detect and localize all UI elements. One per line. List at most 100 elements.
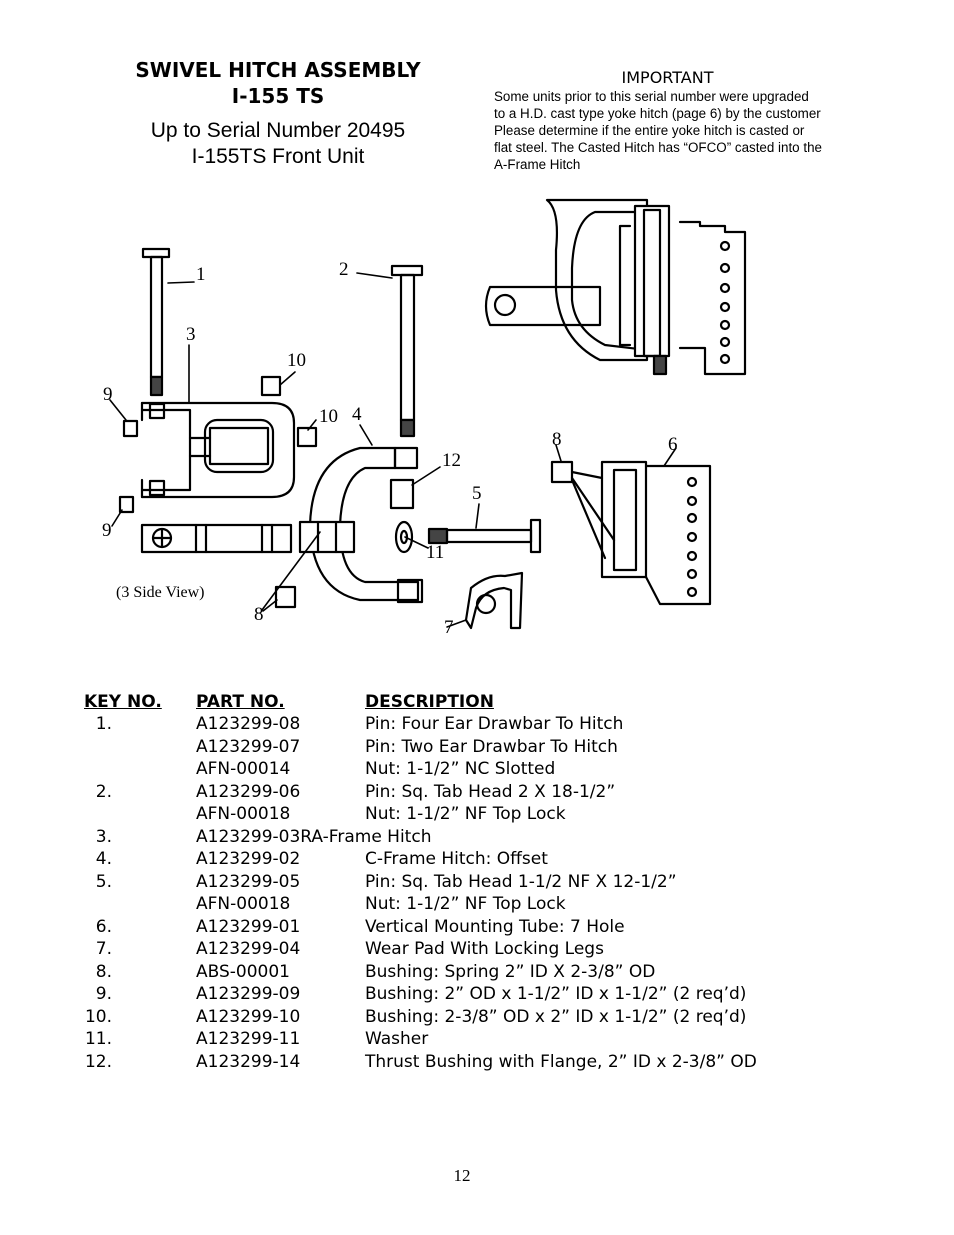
part-number-cell: A123299-08 <box>196 714 301 734</box>
part-number-cell: ABS-00001 <box>196 961 290 982</box>
side-view-drawing <box>140 523 293 554</box>
pin-5-drawing <box>427 518 542 554</box>
table-row: 4. A123299-02 C-Frame Hitch: Offset <box>84 848 844 871</box>
page-title: SWIVEL HITCH ASSEMBLY <box>135 58 421 82</box>
part-number-cell: A123299-14 <box>196 1051 301 1072</box>
pin-1-drawing <box>141 247 171 397</box>
bushing-10-upper <box>260 375 282 397</box>
key-cell: 10. <box>84 1006 112 1027</box>
description-cell: Pin: Sq. Tab Head 2 X 18-1/2” <box>365 781 616 802</box>
description-cell: Bushing: Spring 2” ID X 2-3/8” OD <box>365 961 656 982</box>
part-number-cell: A123299-06 <box>196 781 301 802</box>
key-cell: 2. <box>95 781 112 802</box>
table-row: 6. A123299-01 Vertical Mounting Tube: 7 Ho… <box>84 916 844 939</box>
description-cell: Pin: Sq. Tab Head 1-1/2 NF X 12-1/2” <box>365 871 677 892</box>
diagram-label: 7 <box>444 617 454 638</box>
diagram-label: 2 <box>339 259 349 280</box>
table-row: 3. A123299-03RA-Frame Hitch <box>84 826 844 849</box>
part-number-cell: AFN-00014 <box>196 759 291 779</box>
key-cell: 1. <box>95 714 112 734</box>
bushing-9-upper <box>122 419 139 438</box>
key-cell: 3. <box>95 826 112 847</box>
key-cell: 11. <box>84 1029 112 1049</box>
description-cell: Nut: 1-1/2” NC Slotted <box>365 759 556 779</box>
description-cell: Bushing: 2-3/8” OD x 2” ID x 1-1/2” (2 r… <box>365 1006 747 1027</box>
table-row: AFN-00018 Nut: 1-1/2” NF Top Lock <box>84 803 844 826</box>
column-header-key: KEY NO. <box>84 692 162 712</box>
diagram-label: 3 <box>186 324 196 345</box>
exploded-diagram: 1 2 3 4 5 6 7 8 8 9 9 10 10 11 12 (3 Sid… <box>102 198 747 638</box>
diagram-label: 1 <box>196 264 206 285</box>
description-cell: Pin: Two Ear Drawbar To Hitch <box>365 736 618 757</box>
important-note: Some units prior to this serial number w… <box>494 88 864 173</box>
model-title: I-155 TS <box>231 84 325 108</box>
diagram-label: 5 <box>472 483 482 504</box>
table-row: AFN-00014 Nut: 1-1/2” NC Slotted <box>84 758 844 781</box>
a-frame-hitch-drawing <box>140 401 296 499</box>
part-number-cell: A123299-01 <box>196 916 301 937</box>
part-number-cell: A123299-11 <box>196 1029 301 1049</box>
description-cell: Nut: 1-1/2” NF Top Lock <box>365 894 566 914</box>
column-header-description: DESCRIPTION <box>365 692 494 712</box>
wear-pad-7-drawing <box>464 571 524 630</box>
table-row: 12. A123299-14 Thrust Bushing with Flange,… <box>84 1051 844 1074</box>
bushing-10-lower <box>296 426 318 448</box>
table-row: A123299-07 Pin: Two Ear Drawbar To Hitch <box>84 736 844 759</box>
c-frame-hitch-drawing <box>298 446 424 604</box>
description-cell: Nut: 1-1/2” NF Top Lock <box>365 804 566 824</box>
table-row: 1. A123299-08 Pin: Four Ear Drawbar To Hit… <box>84 713 844 736</box>
description-cell: Pin: Four Ear Drawbar To Hitch <box>365 714 624 734</box>
diagram-label: 8 <box>552 429 562 450</box>
part-number-cell: A123299-09 <box>196 984 301 1004</box>
table-row: 2. A123299-06 Pin: Sq. Tab Head 2 X 18-1/2… <box>84 781 844 804</box>
description-cell: Washer <box>365 1029 429 1049</box>
key-cell: 6. <box>95 916 112 937</box>
important-heading: IMPORTANT <box>621 68 714 87</box>
diagram-label: 9 <box>103 384 113 405</box>
part-number-cell: A123299-05 <box>196 871 301 892</box>
table-row: 10. A123299-10 Bushing: 2-3/8” OD x 2” ID … <box>84 1006 844 1029</box>
diagram-label: 10 <box>319 406 338 427</box>
key-cell: 7. <box>95 939 112 959</box>
table-row: 5. A123299-05 Pin: Sq. Tab Head 1-1/2 NF X… <box>84 871 844 894</box>
important-line: Please determine if the entire yoke hitc… <box>494 123 805 138</box>
key-cell: 9. <box>95 984 112 1004</box>
diagram-label: 9 <box>102 520 112 541</box>
bushing-9-lower <box>118 495 135 514</box>
key-cell: 8. <box>95 961 112 982</box>
key-cell: 4. <box>95 849 112 869</box>
part-number-cell: AFN-00018 <box>196 804 291 824</box>
assembled-view-drawing <box>484 198 747 376</box>
part-number-cell: A123299-02 <box>196 849 301 869</box>
pin-2-drawing <box>390 264 424 438</box>
column-header-part: PART NO. <box>196 692 285 712</box>
important-line: Some units prior to this serial number w… <box>494 89 809 104</box>
part-number-cell: A123299-03RA-Frame Hitch <box>196 826 432 847</box>
important-line: A-Frame Hitch <box>494 157 581 172</box>
table-row: 11. A123299-11 Washer <box>84 1028 844 1051</box>
diagram-label: 12 <box>442 450 461 471</box>
description-cell: Wear Pad With Locking Legs <box>365 939 604 959</box>
vertical-tube-6-drawing <box>550 460 712 606</box>
description-cell: Thrust Bushing with Flange, 2” ID x 2-3/… <box>365 1051 757 1072</box>
diagram-label: 11 <box>426 542 444 563</box>
washer-11-drawing <box>394 520 414 554</box>
description-cell: C-Frame Hitch: Offset <box>365 849 548 869</box>
part-number-cell: A123299-10 <box>196 1006 301 1027</box>
bushing-8-lower <box>274 585 297 609</box>
key-cell: 12. <box>84 1051 112 1072</box>
part-number-cell: A123299-04 <box>196 939 301 959</box>
serial-subtitle: Up to Serial Number 20495 <box>150 119 406 142</box>
page-number: 12 <box>453 1166 471 1185</box>
part-number-cell: A123299-07 <box>196 736 301 757</box>
description-cell: Bushing: 2” OD x 1-1/2” ID x 1-1/2” (2 r… <box>365 984 747 1004</box>
diagram-label: 10 <box>287 350 306 371</box>
description-cell: Vertical Mounting Tube: 7 Hole <box>365 916 625 937</box>
parts-list: 1. A123299-08 Pin: Four Ear Drawbar To Hit… <box>84 713 844 1073</box>
important-line: flat steel. The Casted Hitch has “OFCO” … <box>494 140 822 155</box>
leader-arrows <box>109 272 677 628</box>
diagram-label: 8 <box>254 604 264 625</box>
side-view-label: (3 Side View) <box>116 584 205 601</box>
key-cell: 5. <box>95 871 112 892</box>
